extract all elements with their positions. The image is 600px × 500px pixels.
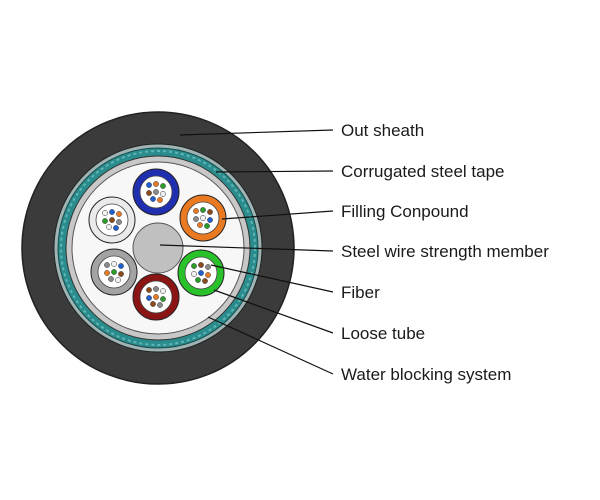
- fiber: [111, 269, 117, 275]
- label-loose-tube: Loose tube: [341, 324, 425, 343]
- fiber: [153, 181, 159, 187]
- loose-tube-gray-tube: [90, 248, 138, 296]
- leader-loose-tube: [213, 289, 334, 334]
- loose-tube-blue-tube: [132, 168, 180, 216]
- loose-tube-green-tube: [177, 249, 225, 297]
- label-steel-wire-strength-member: Steel wire strength member: [341, 242, 549, 261]
- fiber: [195, 277, 201, 283]
- fiber: [150, 196, 156, 202]
- fiber: [160, 183, 166, 189]
- fiber: [198, 262, 204, 268]
- fiber: [205, 264, 211, 270]
- loose-tube-white-tube: [88, 196, 136, 244]
- fiber: [146, 182, 152, 188]
- loose-tubes-group: [88, 168, 227, 321]
- fiber: [160, 288, 166, 294]
- loose-tube-orange-tube: [179, 194, 227, 242]
- fiber: [198, 270, 204, 276]
- fiber: [116, 219, 122, 225]
- label-filling-compound: Filling Conpound: [341, 202, 469, 221]
- fiber: [202, 278, 208, 284]
- label-fiber: Fiber: [341, 283, 380, 302]
- fiber: [146, 295, 152, 301]
- fiber: [200, 215, 206, 221]
- leader-fiber: [210, 264, 334, 293]
- fiber: [108, 276, 114, 282]
- steel-wire-strength-member: [132, 222, 184, 274]
- label-water-blocking-system: Water blocking system: [341, 365, 511, 384]
- leader-filling-compound: [221, 210, 334, 220]
- fiber: [205, 272, 211, 278]
- fiber: [157, 197, 163, 203]
- fiber: [118, 271, 124, 277]
- leader-corrugated-steel-tape: [215, 170, 334, 173]
- fiber: [109, 217, 115, 223]
- fiber: [106, 224, 112, 230]
- fiber: [207, 217, 213, 223]
- fiber: [102, 210, 108, 216]
- fiber: [157, 302, 163, 308]
- fiber: [193, 208, 199, 214]
- fiber: [197, 222, 203, 228]
- leader-out-sheath: [179, 129, 334, 136]
- label-corrugated-steel-tape: Corrugated steel tape: [341, 162, 505, 181]
- fiber: [115, 277, 121, 283]
- fiber: [150, 301, 156, 307]
- fiber: [160, 191, 166, 197]
- fiber: [153, 189, 159, 195]
- fiber: [200, 207, 206, 213]
- fiber: [104, 270, 110, 276]
- fiber: [204, 223, 210, 229]
- fiber: [207, 209, 213, 215]
- fiber: [153, 294, 159, 300]
- fiber: [118, 263, 124, 269]
- fiber: [191, 271, 197, 277]
- fiber: [146, 287, 152, 293]
- leader-steel-wire: [159, 244, 334, 252]
- leader-lines: [159, 129, 334, 375]
- fiber: [146, 190, 152, 196]
- fiber: [109, 209, 115, 215]
- fiber: [116, 211, 122, 217]
- leader-water-blocking: [207, 316, 334, 375]
- fiber: [193, 216, 199, 222]
- fiber: [104, 262, 110, 268]
- loose-tube-red-tube: [132, 273, 180, 321]
- fiber: [160, 296, 166, 302]
- fiber: [153, 286, 159, 292]
- fiber: [113, 225, 119, 231]
- label-out-sheath: Out sheath: [341, 121, 424, 140]
- fiber: [191, 263, 197, 269]
- fiber: [102, 218, 108, 224]
- fiber: [111, 261, 117, 267]
